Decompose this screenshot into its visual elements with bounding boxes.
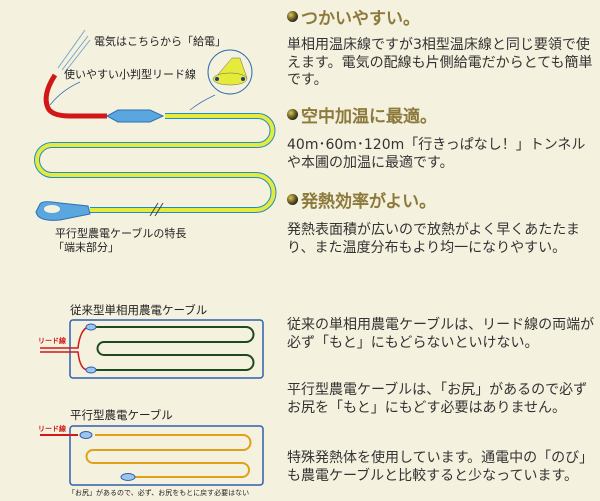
parallel-cable-diagram [40,425,264,486]
feature-heading-air-heating: 空中加温に最適。 [287,102,437,127]
bullet-icon [287,11,298,22]
feature-body-efficiency: 発熱表面積が広いので放熱がよく早くあたたまり、また温度分布もより均一になりやすい… [287,222,580,256]
note-parallel: 平行型農電ケーブルは、「お尻」があるので必ずお尻を「もと」にもどす必要はありませ… [287,382,588,416]
lead-label-conventional: リード線 [38,337,66,345]
power-supply-label: 電気はこちらから「給電」 [94,35,226,48]
conventional-cable-diagram [40,319,264,379]
cable-diagram [34,29,277,221]
parallel-caption: 「お尻」があるので、必ず、お尻をもとに戻す必要はない [68,489,250,497]
feature-body-easy: 単相用温床線ですが3相型温床線と同じ要領で使えます。電気の配線も片側給電だからと… [287,37,593,88]
lead-wires [57,29,91,73]
lead-label-parallel: リード線 [38,425,66,433]
lead-wire-label: 使いやすい小判型リード線 [64,68,196,81]
bullet-icon [287,109,298,120]
feature-heading-easy: つかいやすい。 [287,4,420,29]
feature-heading-efficiency: 発熱効率がよい。 [287,187,436,212]
cable-illustrations [34,29,277,486]
bullet-icon [287,194,298,205]
feature-body-air-heating: 40m･60m･120m「行きっぱなし！」トンネルや本圃の加温に最適です。 [287,137,586,171]
feature-label: 平行型農電ケーブルの特長 [55,227,187,240]
parallel-title: 平行型農電ケーブル [70,408,173,422]
terminal-label: 「端末部分」 [53,241,119,254]
conventional-title: 従来型単相用農電ケーブル [70,303,208,317]
note-heating-element: 特殊発熱体を使用しています。通電中の「のび」も農電ケーブルと比較すると少なってい… [287,450,594,484]
break-mark [149,202,164,217]
note-conventional: 従来の単相用農電ケーブルは、リード線の両端が必ず「もと」にもどらないといけない。 [287,317,595,351]
yellow-cable [34,113,277,213]
terminal-lug [35,201,91,221]
connector [105,109,165,123]
red-lead-wire [43,73,107,119]
